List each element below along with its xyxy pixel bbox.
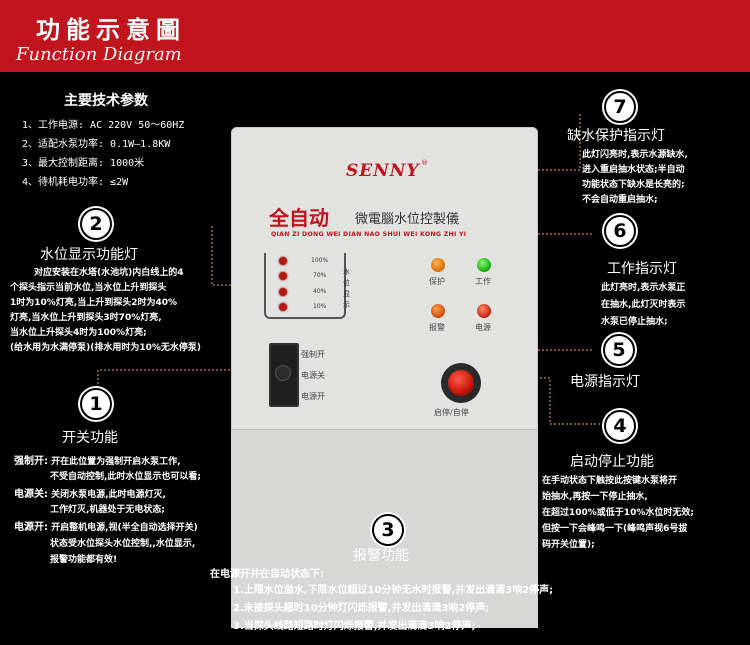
badge-4: 4 <box>604 410 636 442</box>
work-lamp <box>477 258 491 272</box>
device-name: 微電腦水位控製儀 <box>355 212 460 227</box>
section-desc-4: 始抽水,再按一下停止抽水, <box>542 492 648 502</box>
badge-5: 5 <box>603 334 635 366</box>
water-level-label: 水位显示 <box>343 268 350 309</box>
section-desc-3: 1.上限水位溢水,下限水位超过10分钟无水时报警,并发出滴滴3响2停声; <box>233 585 554 596</box>
start-stop-button[interactable] <box>441 363 481 403</box>
switch-label-off: 电源关 <box>301 371 325 380</box>
protect-lamp-label: 保护 <box>429 277 445 286</box>
section-desc-4: 但按一下会峰鸣一下(峰鸣声视6号拔 <box>542 524 688 534</box>
section-desc-2: 当水位上升探头4时为100%灯亮; <box>10 328 147 338</box>
alarm-lamp <box>431 304 445 318</box>
level-led-100 <box>279 257 287 265</box>
section-title-4: 启动停止功能 <box>570 454 654 470</box>
spec-item: 2、适配水泵功率: 0.1W—1.8KW <box>22 139 171 150</box>
work-lamp-label: 工作 <box>475 277 491 286</box>
spec-item: 4、待机耗电功率: ≤2W <box>22 177 129 188</box>
section-title-5: 电源指示灯 <box>570 374 640 390</box>
registered-mark: ® <box>421 159 428 167</box>
section-desc-1: 关闭水泵电源,此时电源灯灭, <box>51 490 166 500</box>
badge-6: 6 <box>604 215 636 247</box>
switch-label-on: 电源开 <box>301 392 325 401</box>
badge-3: 3 <box>372 514 404 546</box>
water-tank-graphic <box>264 253 346 319</box>
badge-1: 1 <box>80 388 112 420</box>
section-desc-3: 3.当探头线路短路时灯闪烁报警,并发出滴滴3响2停声; <box>233 621 476 632</box>
section-desc-2: 灯亮,当水位上升到探头3时70%灯亮, <box>10 313 162 323</box>
section-title-1: 开关功能 <box>62 430 118 446</box>
section-desc-1: 不受自动控制,此时水位显示也可以看; <box>50 472 202 482</box>
alarm-lamp-label: 报警 <box>429 323 445 332</box>
brand-logo: SENNY <box>346 161 420 181</box>
section-desc-1: 开启整机电源,视(半全自动选择开关) <box>51 523 198 533</box>
section-desc-1: 工作灯灭,机器处于无电状态; <box>50 505 166 515</box>
section-desc-6: 水泵已停止抽水; <box>601 317 668 327</box>
section-desc-4: 在手动状态下触按此按键水泵将开 <box>542 476 678 486</box>
level-led-10 <box>279 303 287 311</box>
level-label: 10% <box>313 303 327 310</box>
badge-7: 7 <box>604 91 636 123</box>
spec-item: 1、工作电源: AC 220V 50～60HZ <box>22 120 185 131</box>
protect-lamp <box>431 258 445 272</box>
switch-label-force: 强制开 <box>301 350 325 359</box>
level-label: 70% <box>313 272 327 279</box>
section-title-2: 水位显示功能灯 <box>40 247 138 263</box>
section-desc-7: 功能状态下缺水是长亮的; <box>582 180 685 190</box>
level-label: 40% <box>313 288 327 295</box>
section-title-3: 报警功能 <box>353 548 409 564</box>
section-intro-3: 在电源开并在自动状态下: <box>210 569 324 580</box>
device-pinyin: QIAN ZI DONG WEI DIAN NAO SHUI WEI KONG … <box>271 231 467 238</box>
mode-label: 全自动 <box>269 206 329 230</box>
badge-2: 2 <box>80 208 112 240</box>
section-desc-2: 1时为10%灯亮,当上升到探头2时为40% <box>10 298 178 308</box>
section-desc-1: 状态受水位探头水位控制,,水位显示, <box>50 539 196 549</box>
section-desc-7: 进入重启抽水状态;半自动 <box>582 165 685 175</box>
power-lamp-label: 电源 <box>475 323 491 332</box>
level-led-40 <box>279 288 287 296</box>
header-bar: 功能示意圖 Function Diagram <box>0 0 750 72</box>
power-lamp <box>477 304 491 318</box>
section-desc-2: (给水用为水满停泵)(排水用时为10%无水停泵) <box>10 343 201 353</box>
level-label: 100% <box>311 257 329 264</box>
section-title-6: 工作指示灯 <box>607 261 677 277</box>
section-title-7: 缺水保护指示灯 <box>567 128 665 144</box>
switch-mode-label: 电源关: <box>14 489 48 500</box>
switch-rocker[interactable] <box>275 365 291 381</box>
section-desc-6: 此灯亮时,表示水泵正 <box>601 283 686 293</box>
section-desc-4: 码开关位置); <box>542 540 595 550</box>
page-subtitle: Function Diagram <box>16 44 182 65</box>
section-desc-1: 报警功能都有效! <box>50 555 118 565</box>
page-title: 功能示意圖 <box>36 15 186 44</box>
switch-mode-label: 电源开: <box>14 522 48 533</box>
section-desc-3: 2.未接探头超时10分钟灯闪烁报警,并发出滴滴3响2停声; <box>233 603 490 614</box>
spec-item: 3、最大控制距离: 1000米 <box>22 158 145 169</box>
specs-title: 主要技术参数 <box>64 93 148 109</box>
section-desc-4: 在超过100%或低于10%水位时无效; <box>542 508 694 518</box>
start-stop-label: 启停/自停 <box>434 408 469 417</box>
section-desc-2: 对应安装在水塔(水池坑)内白线上的4 <box>34 268 184 278</box>
section-desc-7: 不会自动重启抽水; <box>582 195 658 205</box>
switch-mode-label: 强制开: <box>14 456 48 467</box>
section-desc-1: 开在此位置为强制开启水泵工作, <box>51 457 181 467</box>
start-stop-button-cap[interactable] <box>448 370 474 396</box>
section-desc-2: 个探头指示当前水位,当水位上升到探头 <box>10 283 167 293</box>
section-desc-7: 此灯闪亮时,表示水源缺水, <box>582 150 688 160</box>
mode-switch[interactable] <box>269 343 299 407</box>
level-led-70 <box>279 272 287 280</box>
section-desc-6: 在抽水,此灯灭时表示 <box>601 300 686 310</box>
